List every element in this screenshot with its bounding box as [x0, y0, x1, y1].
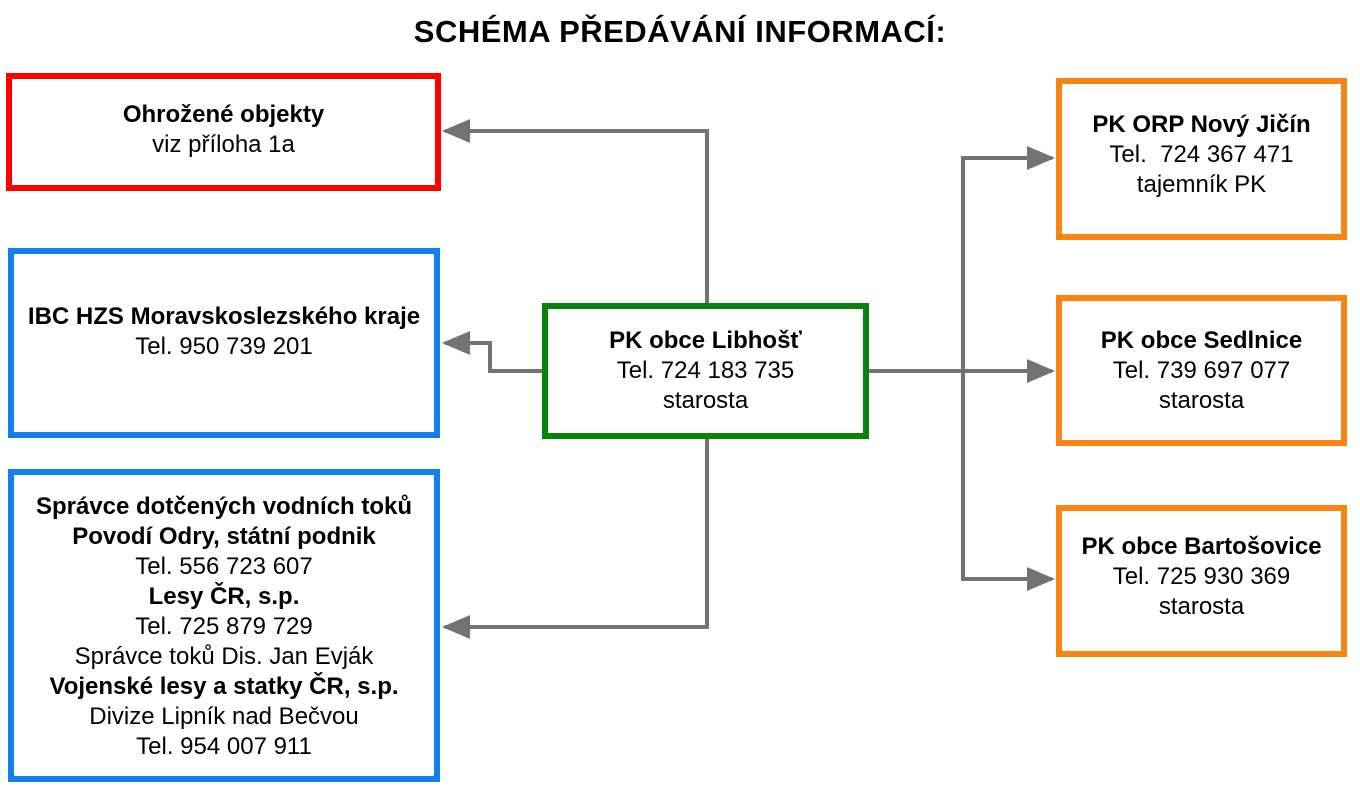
node-orp-role: tajemník PK [1136, 171, 1267, 198]
node-center-role: starosta [662, 387, 749, 414]
node-bartosovice-role: starosta [1158, 593, 1245, 620]
node-sedlnice-role: starosta [1158, 386, 1245, 414]
arrow-to-water [445, 439, 709, 629]
node-water-phone1: Tel. 556 723 607 [135, 552, 313, 580]
node-center-name: PK obce Libhošť [609, 327, 802, 354]
arrow-to-orp [961, 156, 1052, 371]
node-water-division3: Divize Lipník nad Bečvou [89, 702, 359, 730]
node-ibc-name: IBC HZS Moravskoslezského kraje [27, 303, 421, 330]
node-water-contact2: Správce toků Dis. Jan Evják [74, 642, 374, 670]
node-water-phone2: Tel. 725 879 729 [135, 612, 313, 640]
node-orp-phone: Tel. 724 367 471 [1109, 141, 1294, 168]
node-center-libhost: PK obce Libhošť Tel. 724 183 735 starost… [542, 303, 869, 439]
arrowhead-bartosovice [1027, 567, 1055, 591]
node-bartosovice-phone: Tel. 725 930 369 [1112, 563, 1291, 590]
arrow-to-bartosovice [961, 371, 1052, 581]
node-threatened-objects: Ohrožené objekty viz příloha 1a [6, 73, 441, 191]
arrowhead-water [442, 615, 470, 639]
node-threatened-name: Ohrožené objekty [122, 101, 325, 128]
node-sedlnice-name: PK obce Sedlnice [1100, 326, 1303, 354]
node-center-phone: Tel. 724 183 735 [616, 357, 795, 384]
arrow-to-threatened [445, 129, 709, 303]
node-water-phone3: Tel. 954 007 911 [136, 732, 312, 760]
node-water-heading2: Povodí Odry, státní podnik [72, 522, 376, 550]
node-ibc-phone: Tel. 950 739 201 [135, 333, 313, 360]
arrowhead-sedlnice [1027, 359, 1055, 383]
node-water-heading1: Správce dotčených vodních toků [35, 492, 413, 520]
node-water-org3: Vojenské lesy a statky ČR, s.p. [49, 672, 399, 700]
arrowhead-threatened [442, 119, 470, 143]
node-bartosovice: PK obce Bartošovice Tel. 725 930 369 sta… [1056, 505, 1347, 657]
node-sedlnice: PK obce Sedlnice Tel. 739 697 077 staros… [1056, 295, 1347, 446]
arrowhead-ibc [442, 331, 470, 355]
node-water-managers: Správce dotčených vodních toků Povodí Od… [8, 469, 440, 782]
node-water-org2: Lesy ČR, s.p. [148, 582, 300, 610]
node-orp-novy-jicin: PK ORP Nový Jičín Tel. 724 367 471 tajem… [1056, 78, 1347, 240]
node-threatened-detail: viz příloha 1a [152, 131, 295, 158]
diagram-title: SCHÉMA PŘEDÁVÁNÍ INFORMACÍ: [413, 14, 947, 49]
node-bartosovice-name: PK obce Bartošovice [1081, 533, 1322, 560]
node-orp-name: PK ORP Nový Jičín [1092, 111, 1311, 138]
node-sedlnice-phone: Tel. 739 697 077 [1112, 356, 1291, 384]
node-ibc-hzs: IBC HZS Moravskoslezského kraje Tel. 950… [8, 248, 440, 438]
arrowhead-orp [1027, 146, 1055, 170]
